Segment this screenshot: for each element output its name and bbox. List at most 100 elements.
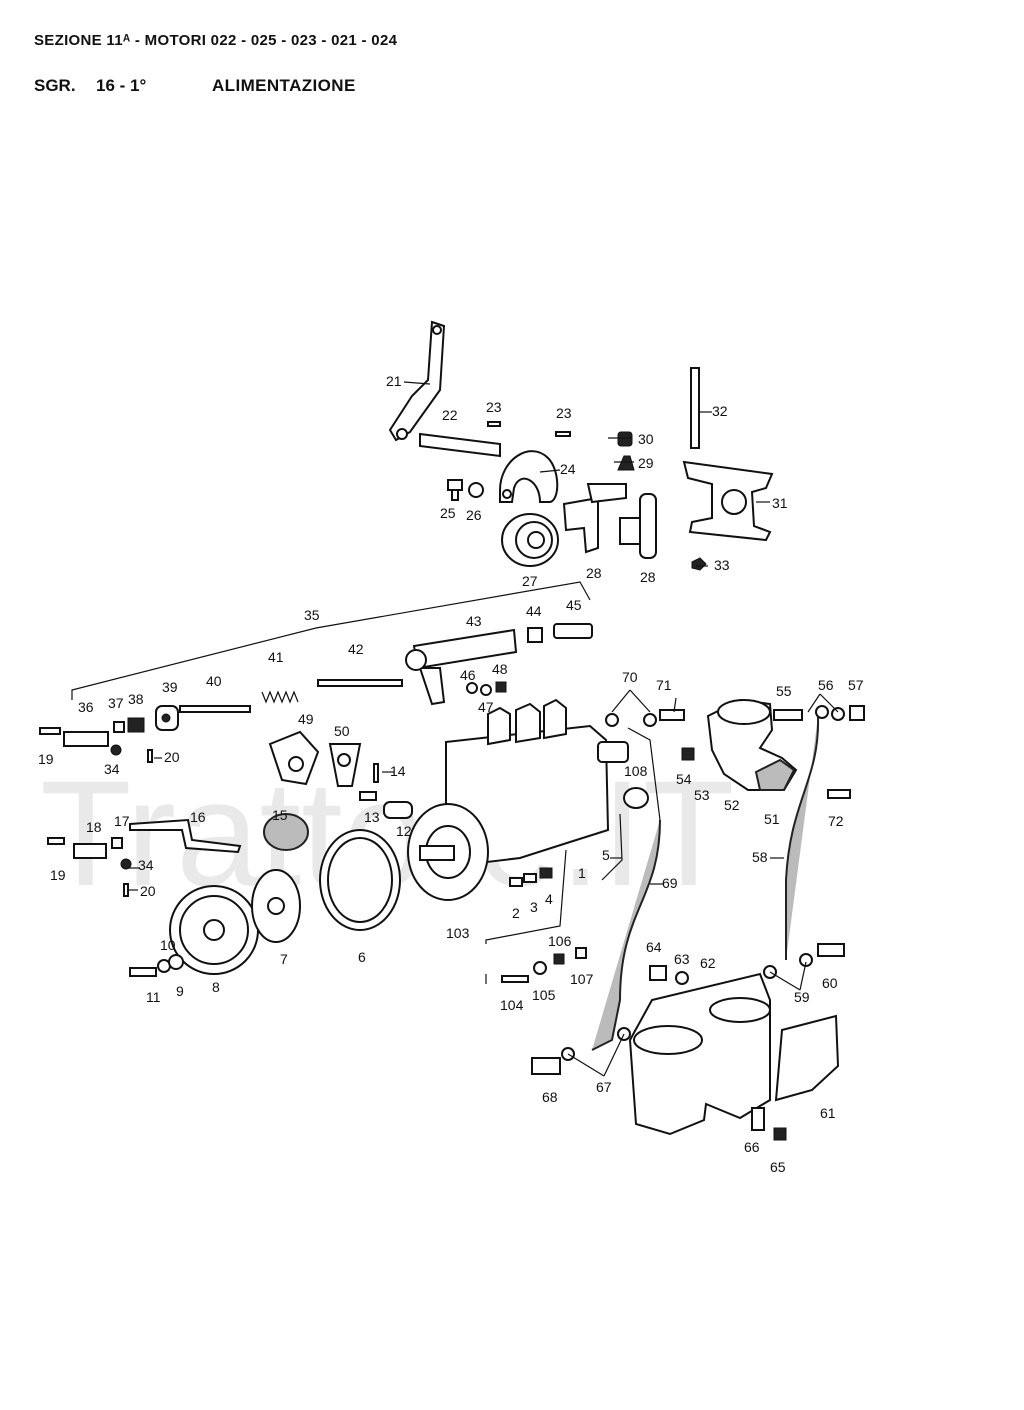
callout-13: 13 xyxy=(364,809,380,825)
seal-ring-part xyxy=(623,787,649,809)
fuel-filter-part xyxy=(628,972,771,1136)
bolt-part xyxy=(659,709,685,721)
nut-part xyxy=(539,867,553,879)
callout-23: 23 xyxy=(486,399,502,415)
pin-part xyxy=(555,431,571,437)
callout-45: 45 xyxy=(566,597,582,613)
rod-part xyxy=(179,705,251,713)
callout-8: 8 xyxy=(212,979,220,995)
nut-part xyxy=(527,627,543,643)
callout-2: 2 xyxy=(512,905,520,921)
washer-part xyxy=(110,744,122,756)
washer-part xyxy=(815,705,829,719)
callout-104: 104 xyxy=(500,997,524,1013)
callout-14: 14 xyxy=(390,763,406,779)
spring-part xyxy=(261,690,299,704)
callout-64: 64 xyxy=(646,939,662,955)
rod-part xyxy=(317,679,403,687)
callout-35: 35 xyxy=(304,607,320,623)
callout-23: 23 xyxy=(556,405,572,421)
lever-housing-part xyxy=(405,628,518,706)
washer-part xyxy=(605,713,619,727)
washer-part xyxy=(509,877,523,887)
callout-51: 51 xyxy=(764,811,780,827)
callout-68: 68 xyxy=(542,1089,558,1105)
callout-106: 106 xyxy=(548,933,572,949)
callout-65: 65 xyxy=(770,1159,786,1175)
control-arm-part xyxy=(619,493,657,559)
bolt-part xyxy=(447,479,463,501)
callout-3: 3 xyxy=(530,899,538,915)
bolt-part xyxy=(817,943,845,957)
injection-pump-part xyxy=(407,698,629,901)
callout-6: 6 xyxy=(358,949,366,965)
callout-70: 70 xyxy=(622,669,638,685)
spring-part xyxy=(263,813,309,851)
coupling-part xyxy=(383,801,413,819)
flange-part xyxy=(268,730,320,786)
callout-27: 27 xyxy=(522,573,538,589)
nut-part xyxy=(681,747,695,761)
callout-72: 72 xyxy=(828,813,844,829)
fuel-hose-part xyxy=(591,819,661,1051)
callout-31: 31 xyxy=(772,495,788,511)
callout-22: 22 xyxy=(442,407,458,423)
pin-part xyxy=(147,749,153,763)
callout-11: 11 xyxy=(146,989,161,1005)
leader-lines xyxy=(128,381,839,1077)
adjuster-part xyxy=(155,705,179,731)
nipple-part xyxy=(617,455,635,471)
washer-part xyxy=(120,858,132,870)
group-number: 16 - 1° xyxy=(96,76,147,95)
quadrant-bracket-part xyxy=(499,450,559,503)
callout-4: 4 xyxy=(545,891,553,907)
callout-25: 25 xyxy=(440,505,456,521)
callout-15: 15 xyxy=(272,807,288,823)
bolt-part xyxy=(751,1107,765,1131)
callout-29: 29 xyxy=(638,455,654,471)
callout-62: 62 xyxy=(700,955,716,971)
stud-part xyxy=(690,367,700,449)
callout-54: 54 xyxy=(676,771,692,787)
lever-shaft-part xyxy=(419,432,501,458)
callout-18: 18 xyxy=(86,819,102,835)
callout-61: 61 xyxy=(820,1105,836,1121)
screw-part xyxy=(359,791,377,801)
callout-21: 21 xyxy=(386,373,402,389)
stud-part xyxy=(501,975,529,983)
bolt-part xyxy=(531,1057,561,1075)
callout-24: 24 xyxy=(560,461,576,477)
callout-32: 32 xyxy=(712,403,728,419)
callout-34: 34 xyxy=(104,761,120,777)
group-title: ALIMENTAZIONE xyxy=(212,76,356,95)
plug-part xyxy=(617,431,633,447)
washer-part xyxy=(799,953,813,967)
callout-40: 40 xyxy=(206,673,222,689)
block-part xyxy=(127,717,145,733)
washer-part xyxy=(168,954,184,970)
callout-26: 26 xyxy=(466,507,482,523)
callout-41: 41 xyxy=(268,649,284,665)
callout-7: 7 xyxy=(280,951,288,967)
nut-part xyxy=(575,947,587,959)
callout-33: 33 xyxy=(714,557,730,573)
callout-34: 34 xyxy=(138,857,154,873)
callout-47: 47 xyxy=(478,699,494,715)
lever-rod-part xyxy=(129,818,242,854)
callout-67: 67 xyxy=(596,1079,612,1095)
hub-part xyxy=(251,869,301,943)
fuel-pipe-part xyxy=(601,813,623,881)
pulley-part xyxy=(501,513,559,567)
callout-105: 105 xyxy=(532,987,556,1003)
callout-38: 38 xyxy=(128,691,144,707)
washer-part xyxy=(468,482,484,498)
callout-39: 39 xyxy=(162,679,178,695)
callout-71: 71 xyxy=(656,677,672,693)
callout-1: 1 xyxy=(578,865,586,881)
callout-66: 66 xyxy=(744,1139,760,1155)
nut-part xyxy=(691,557,707,571)
screw-part xyxy=(47,837,65,845)
callout-59: 59 xyxy=(794,989,810,1005)
filter-bracket-part xyxy=(774,1014,840,1102)
